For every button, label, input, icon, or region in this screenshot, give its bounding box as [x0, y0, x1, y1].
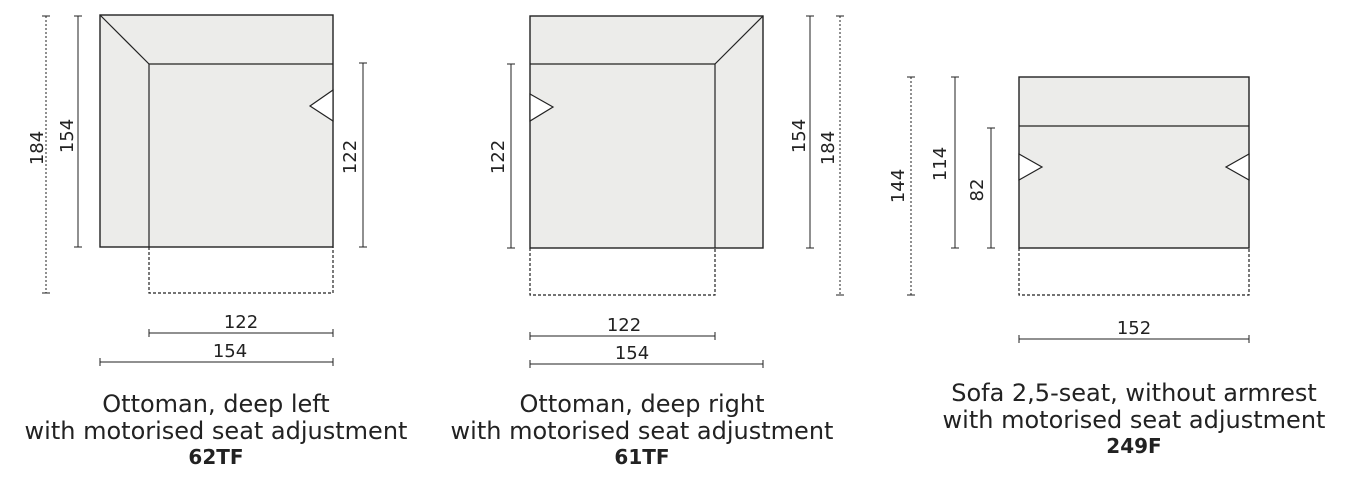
extended-seat-outline: [1018, 248, 1250, 296]
module-61tf-caption: Ottoman, deep right with motorised seat …: [426, 390, 858, 470]
dim-outer-depth-label: 184: [818, 131, 839, 165]
dim-depth-label: 154: [789, 119, 810, 153]
dim-depth-label: 154: [57, 119, 78, 153]
extended-seat-outline: [529, 248, 716, 296]
dim-outer-depth-label: 144: [888, 169, 909, 203]
module-name: Sofa 2,5-seat, without armrest: [951, 379, 1317, 407]
module-code: 61TF: [614, 445, 670, 469]
backrest-miter-line: [714, 15, 764, 65]
seat-adjust-marker-right: [1224, 152, 1250, 182]
seat-adjust-marker-left: [1018, 152, 1044, 182]
seat-adjust-marker: [308, 88, 334, 123]
module-feature: with motorised seat adjustment: [450, 417, 834, 445]
module-code: 249F: [1106, 434, 1162, 458]
module-249f-caption: Sofa 2,5-seat, without armrest with moto…: [918, 379, 1350, 459]
module-249f-drawing: 144 114 82 152: [888, 76, 1250, 343]
module-name: Ottoman, deep left: [102, 390, 330, 418]
module-code: 62TF: [188, 445, 244, 469]
module-feature: with motorised seat adjustment: [942, 406, 1326, 434]
module-62tf-drawing: 184 154 122 122 154: [27, 14, 367, 366]
dim-seat-depth-label: 122: [340, 140, 361, 174]
dim-seat-width-label: 122: [607, 315, 641, 336]
module-name: Ottoman, deep right: [519, 390, 765, 418]
module-61tf-drawing: 122 154 184 122 154: [488, 15, 844, 368]
dim-width-label: 154: [615, 343, 649, 364]
dim-seat-width-label: 122: [224, 312, 258, 333]
dim-depth-label: 114: [930, 147, 951, 181]
module-62tf-caption: Ottoman, deep left with motorised seat a…: [0, 390, 432, 470]
dim-outer-depth-label: 184: [27, 131, 48, 165]
backrest-miter-line: [99, 14, 150, 65]
module-feature: with motorised seat adjustment: [24, 417, 408, 445]
sofa-outline: [1018, 76, 1250, 249]
dim-width-label: 152: [1117, 318, 1151, 339]
dim-width-label: 154: [213, 341, 247, 362]
dim-seat-depth-label: 122: [488, 140, 509, 174]
seat-adjust-marker: [529, 92, 555, 123]
dim-seat-depth-label: 82: [967, 179, 988, 202]
extended-seat-outline: [148, 247, 334, 294]
